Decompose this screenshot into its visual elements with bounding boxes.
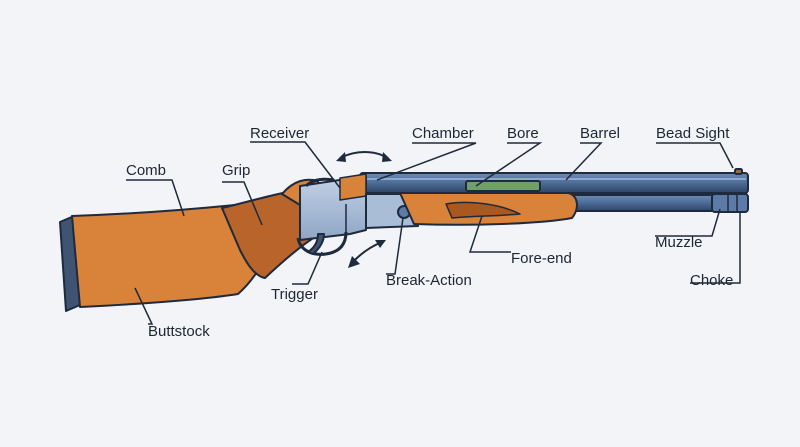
leader-lines xyxy=(126,141,741,325)
choke-ring xyxy=(711,193,749,213)
trigger-guard xyxy=(296,231,348,256)
label-choke: Choke xyxy=(690,272,734,289)
label-grip: Grip xyxy=(222,162,251,179)
top-lever xyxy=(304,177,335,188)
label-barrel: Barrel xyxy=(580,125,621,142)
top-barrel xyxy=(359,172,749,194)
label-trigger: Trigger xyxy=(271,286,318,303)
label-receiver: Receiver xyxy=(250,125,310,142)
label-bead-sight: Bead Sight xyxy=(656,125,730,142)
bead-sight xyxy=(734,168,743,175)
label-break-action: Break-Action xyxy=(386,272,472,289)
trigger-shape xyxy=(307,233,325,255)
grip-shape xyxy=(221,189,319,279)
label-chamber: Chamber xyxy=(412,125,474,142)
label-muzzle: Muzzle xyxy=(655,234,703,251)
label-fore-end: Fore-end xyxy=(511,250,572,267)
label-bore: Bore xyxy=(507,125,539,142)
break-action-arrows xyxy=(336,151,392,268)
shotgun-illustration xyxy=(59,168,749,312)
bore-window xyxy=(465,180,541,192)
label-comb: Comb xyxy=(126,162,167,179)
label-buttstock: Buttstock xyxy=(148,323,210,340)
